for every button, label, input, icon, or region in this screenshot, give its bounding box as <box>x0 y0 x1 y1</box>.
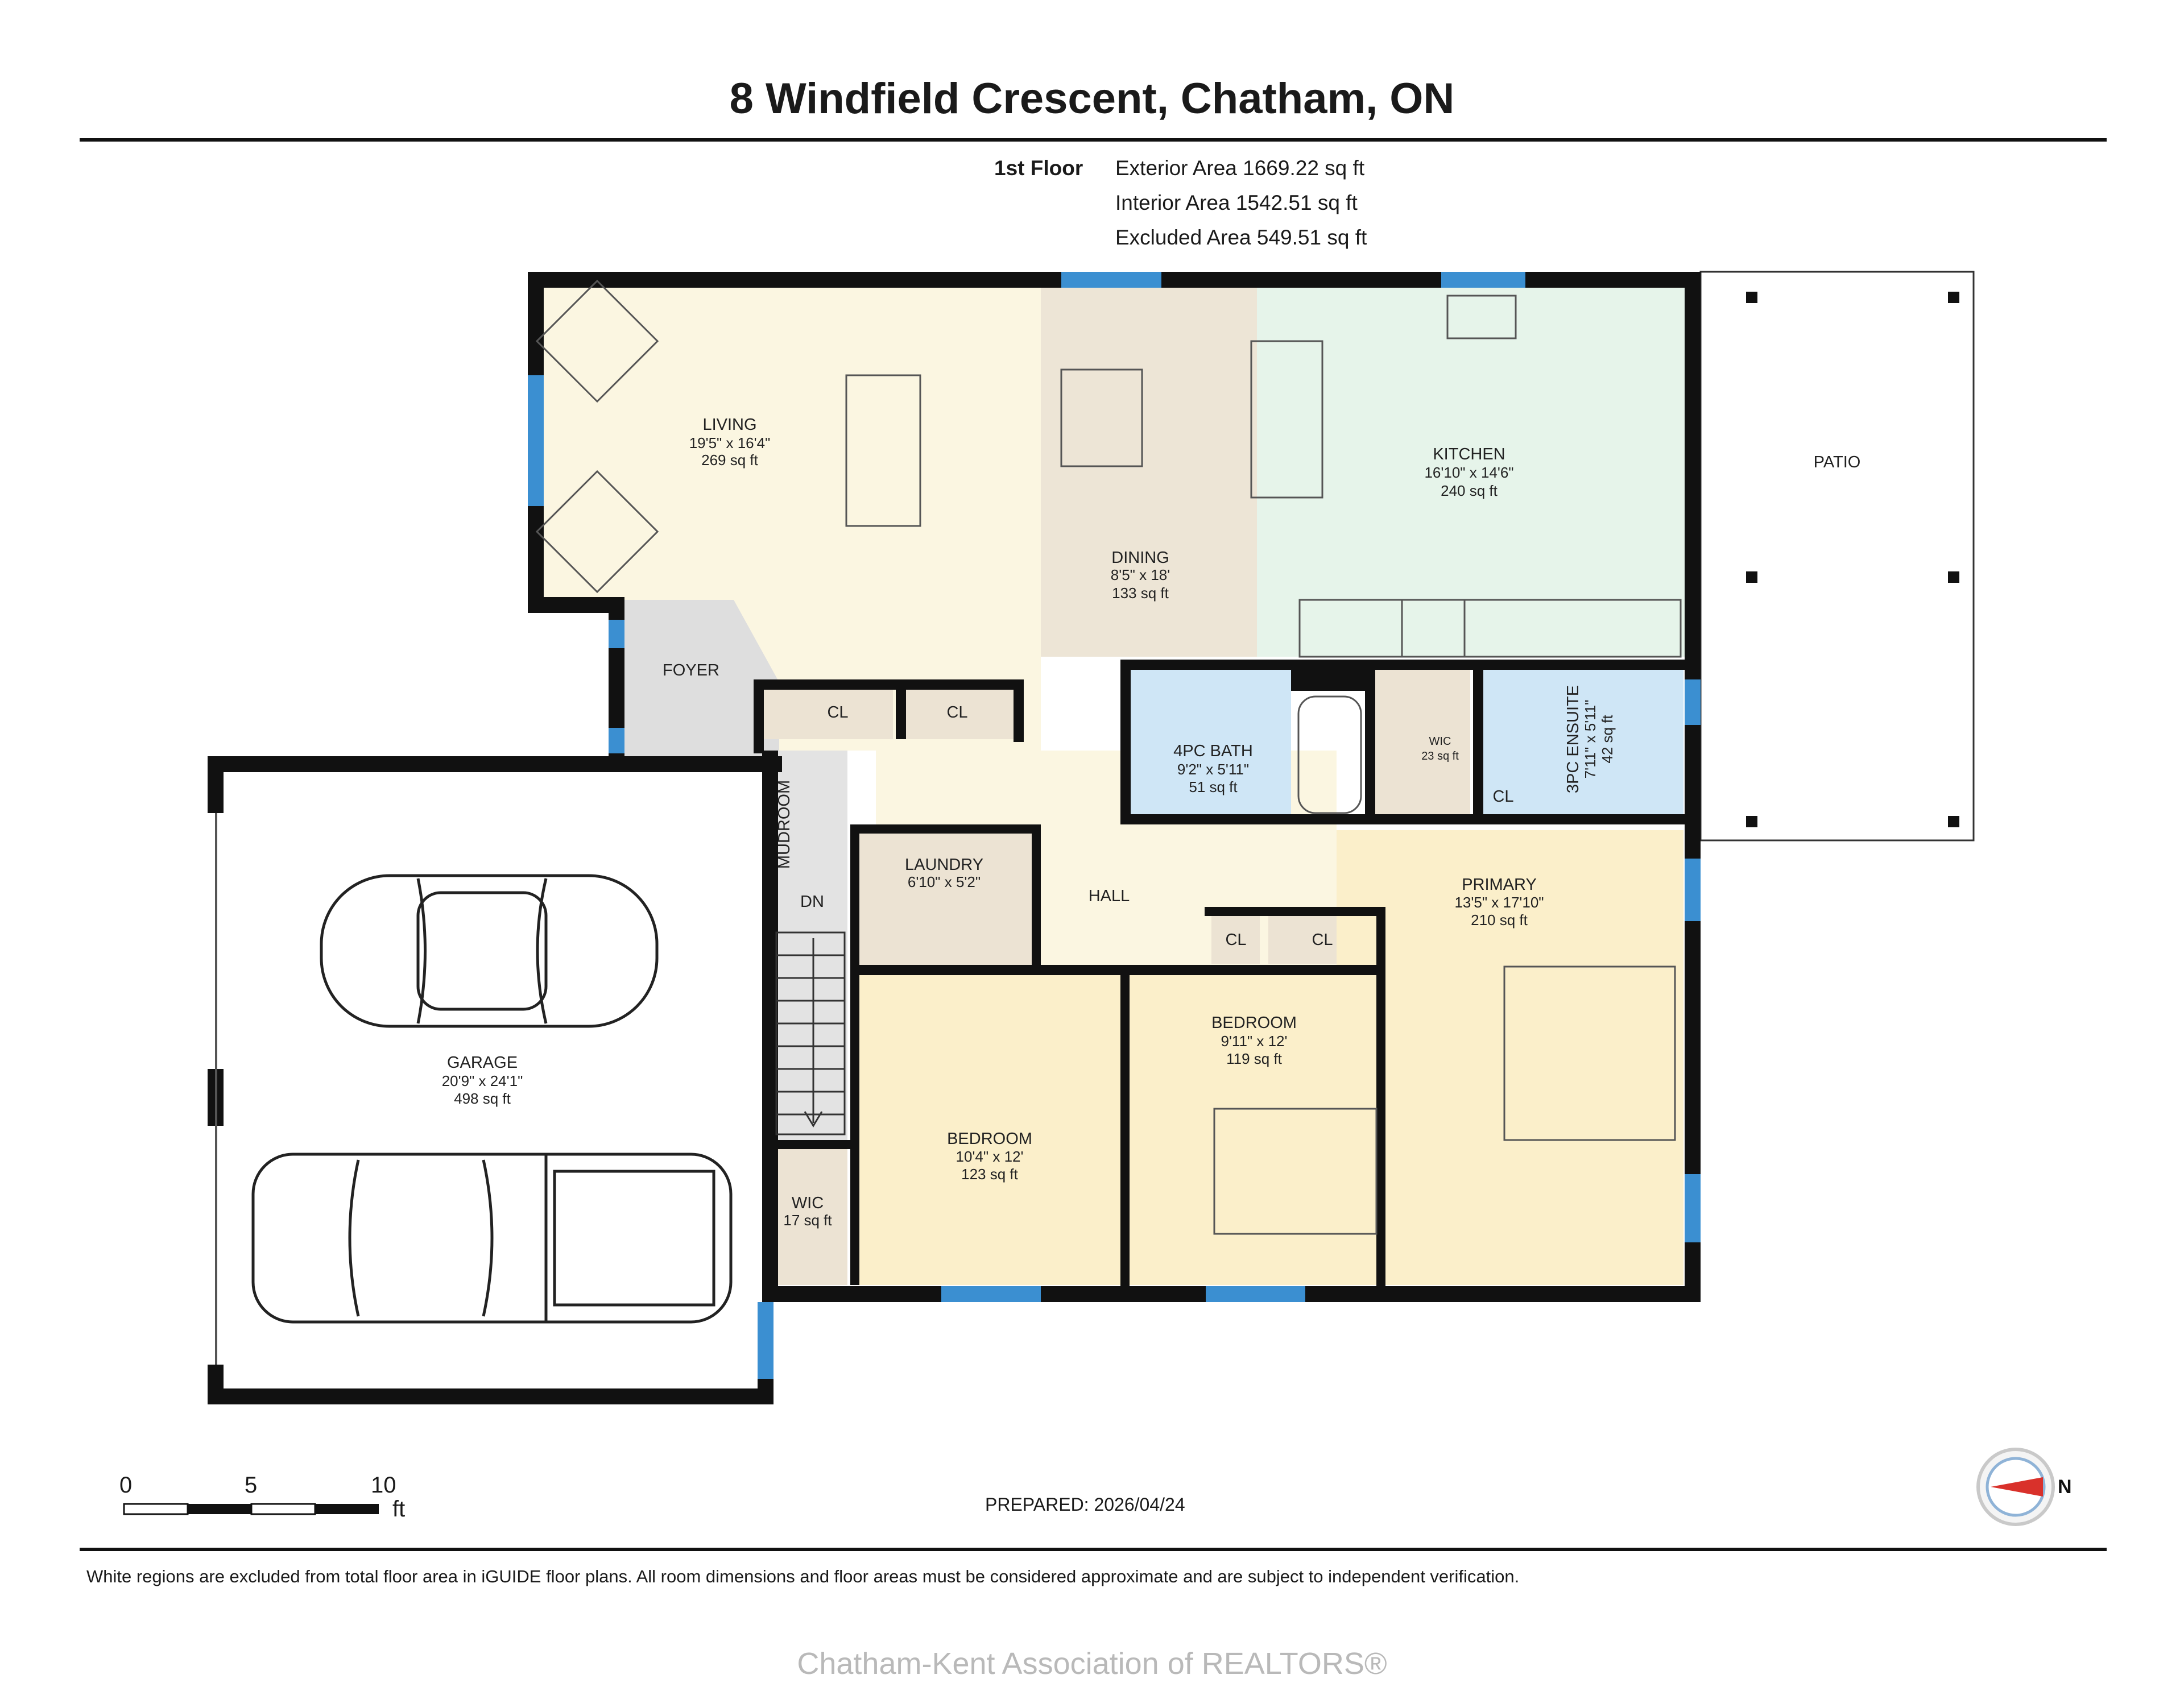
kitchen-fill <box>1257 287 1689 657</box>
room-living-dims: 19'5" x 16'4" <box>689 434 771 451</box>
compass-icon <box>1976 1448 2055 1526</box>
room-garage-area: 498 sq ft <box>454 1090 511 1107</box>
stairs-icon <box>775 931 846 1135</box>
room-hall: HALL <box>1089 887 1130 905</box>
cl2-fill <box>904 688 1024 739</box>
bedroom1-fill <box>859 975 1120 1285</box>
room-mudroom: MUDROOM <box>775 780 793 869</box>
exterior-area: Exterior Area 1669.22 sq ft <box>1115 156 1365 180</box>
room-bedroom-2: BEDROOM <box>1211 1014 1297 1032</box>
sink-icon <box>1446 295 1517 339</box>
room-kitchen-area: 240 sq ft <box>1441 482 1498 499</box>
bed-icon <box>1213 1108 1378 1235</box>
room-patio: PATIO <box>1814 453 1861 471</box>
footer-disclaimer: White regions are excluded from total fl… <box>86 1566 1520 1586</box>
scale-bar <box>123 1503 379 1515</box>
stairs-dn-label: DN <box>800 893 824 911</box>
room-garage-dims: 20'9" x 24'1" <box>442 1072 523 1089</box>
scale-tick-5: 5 <box>245 1473 258 1498</box>
room-cl-1: CL <box>827 703 848 722</box>
room-wic-small-area: 23 sq ft <box>1421 750 1459 762</box>
windows <box>528 272 1701 1379</box>
room-ensuite-dims: 7'11" x 5'11" <box>1582 700 1599 779</box>
armchair-icon <box>535 470 659 594</box>
primary-fill <box>1337 830 1684 1285</box>
room-dining: DINING <box>1111 549 1169 567</box>
prepared-date: PREPARED: 2026/04/24 <box>985 1494 1185 1515</box>
mudroom-fill <box>765 751 847 1149</box>
room-bath-area: 51 sq ft <box>1189 778 1238 795</box>
cl1-fill <box>762 688 893 739</box>
room-dining-area: 133 sq ft <box>1112 585 1169 602</box>
scale-unit: ft <box>392 1497 406 1522</box>
bath-fill <box>1129 668 1291 819</box>
ensuite-fill <box>1479 668 1684 819</box>
wic-large-fill <box>765 1149 847 1285</box>
room-cl-2: CL <box>946 703 967 722</box>
bed-icon <box>1503 965 1676 1141</box>
watermark: Chatham-Kent Association of REALTORS® <box>797 1647 1387 1681</box>
interior-walls <box>754 660 1689 1289</box>
room-kitchen: KITCHEN <box>1433 445 1505 463</box>
dining-fill <box>1041 287 1257 657</box>
room-garage: GARAGE <box>447 1054 518 1072</box>
room-wic-small: WIC <box>1429 735 1451 748</box>
armchair-icon <box>535 279 659 403</box>
room-living-area: 269 sq ft <box>701 451 759 469</box>
room-bedroom-1-dims: 10'4" x 12' <box>956 1148 1024 1165</box>
living-fill <box>535 287 1041 600</box>
room-fills <box>535 287 1689 1285</box>
room-cl-5: CL <box>1312 931 1333 949</box>
room-wic-large-area: 17 sq ft <box>783 1212 832 1229</box>
room-wic-large: WIC <box>792 1194 824 1212</box>
room-kitchen-dims: 16'10" x 14'6" <box>1424 464 1513 481</box>
scale-tick-0: 0 <box>119 1473 133 1498</box>
foyer-fill <box>623 600 779 762</box>
wic-small-fill <box>1371 668 1470 819</box>
room-labels: LIVING 19'5" x 16'4" 269 sq ft DINING 8'… <box>442 416 1861 1229</box>
footer-divider <box>80 1548 2107 1551</box>
page-title: 8 Windfield Crescent, Chatham, ON <box>729 74 1455 123</box>
room-cl-4: CL <box>1225 931 1246 949</box>
compass-north-label: N <box>2058 1476 2072 1498</box>
scale-tick-10: 10 <box>371 1473 396 1498</box>
room-primary-dims: 13'5" x 17'10" <box>1454 894 1544 911</box>
kitchen-island <box>1250 340 1323 499</box>
kitchen-counter <box>1298 599 1682 658</box>
room-ensuite-area: 42 sq ft <box>1599 715 1616 764</box>
patio-posts <box>1746 292 1959 827</box>
sofa-icon <box>845 374 921 527</box>
room-foyer: FOYER <box>663 661 719 679</box>
room-bath: 4PC BATH <box>1173 742 1253 760</box>
car-icon <box>320 874 659 1028</box>
furniture <box>535 279 1682 1235</box>
cl4-fill <box>1211 915 1260 964</box>
pickup-truck-icon <box>251 1153 733 1324</box>
room-laundry: LAUNDRY <box>905 856 983 874</box>
room-primary: PRIMARY <box>1462 876 1537 894</box>
room-dining-dims: 8'5" x 18' <box>1111 566 1170 583</box>
patio-outline <box>1699 271 1975 842</box>
room-bedroom-2-dims: 9'11" x 12' <box>1221 1033 1288 1050</box>
room-bedroom-1-area: 123 sq ft <box>961 1166 1019 1183</box>
room-laundry-dims: 6'10" x 5'2" <box>908 873 981 890</box>
floor-label: 1st Floor <box>994 156 1083 180</box>
room-living: LIVING <box>702 416 756 434</box>
title-divider <box>80 138 2107 142</box>
room-bath-dims: 9'2" x 5'11" <box>1177 761 1249 778</box>
laundry-fill <box>859 830 1041 967</box>
excluded-area: Excluded Area 549.51 sq ft <box>1115 226 1367 249</box>
room-ensuite: 3PC ENSUITE <box>1564 685 1582 793</box>
room-bedroom-1: BEDROOM <box>947 1130 1032 1148</box>
room-primary-area: 210 sq ft <box>1471 911 1528 929</box>
bathtub-icon <box>1297 695 1362 814</box>
room-bedroom-2-area: 119 sq ft <box>1226 1050 1283 1067</box>
dining-table-icon <box>1060 368 1143 467</box>
interior-area: Interior Area 1542.51 sq ft <box>1115 191 1358 214</box>
room-cl-3: CL <box>1492 787 1513 806</box>
